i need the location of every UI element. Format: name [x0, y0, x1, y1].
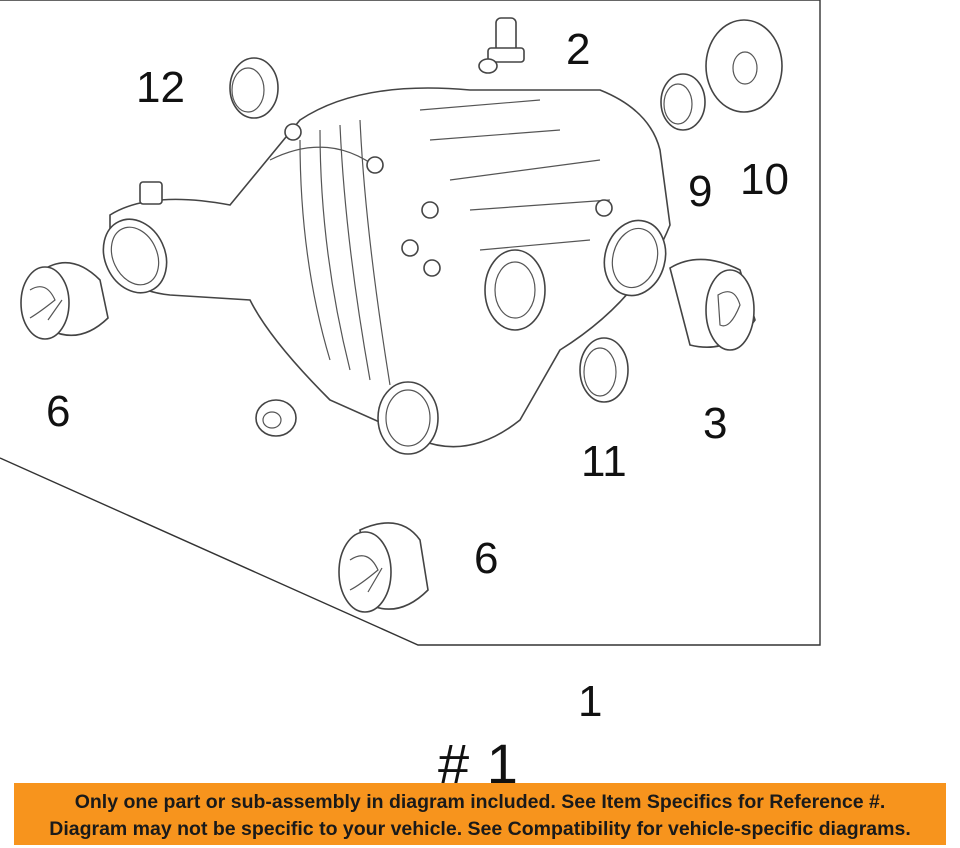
- drain-plug-icon: [255, 399, 297, 437]
- callout-12: 12: [136, 63, 185, 112]
- callout-6-left: 6: [46, 387, 71, 436]
- sensor-icon: [478, 17, 525, 74]
- differential-housing-icon: [102, 87, 671, 455]
- callout-1: 1: [578, 677, 603, 726]
- callout-3: 3: [703, 399, 728, 448]
- callout-6-bottom: 6: [474, 534, 499, 583]
- callout-10: 10: [740, 155, 789, 204]
- bushing-icon: [20, 261, 109, 340]
- bushing-icon: [338, 522, 429, 613]
- seal-ring-icon: [660, 73, 706, 131]
- washer-icon: [705, 19, 783, 113]
- disclaimer-line-1: Only one part or sub-assembly in diagram…: [74, 791, 886, 813]
- seal-ring-icon: [229, 57, 279, 119]
- diagram-frame: [0, 0, 821, 646]
- reference-number: # 1: [438, 732, 519, 795]
- disclaimer-line-2: Diagram may not be specific to your vehi…: [49, 818, 911, 840]
- callout-9: 9: [688, 167, 713, 216]
- callout-2: 2: [566, 25, 591, 74]
- callout-11: 11: [581, 437, 627, 486]
- seal-ring-icon: [579, 337, 629, 403]
- disclaimer-banner: Only one part or sub-assembly in diagram…: [14, 783, 946, 845]
- bushing-icon: [669, 258, 756, 351]
